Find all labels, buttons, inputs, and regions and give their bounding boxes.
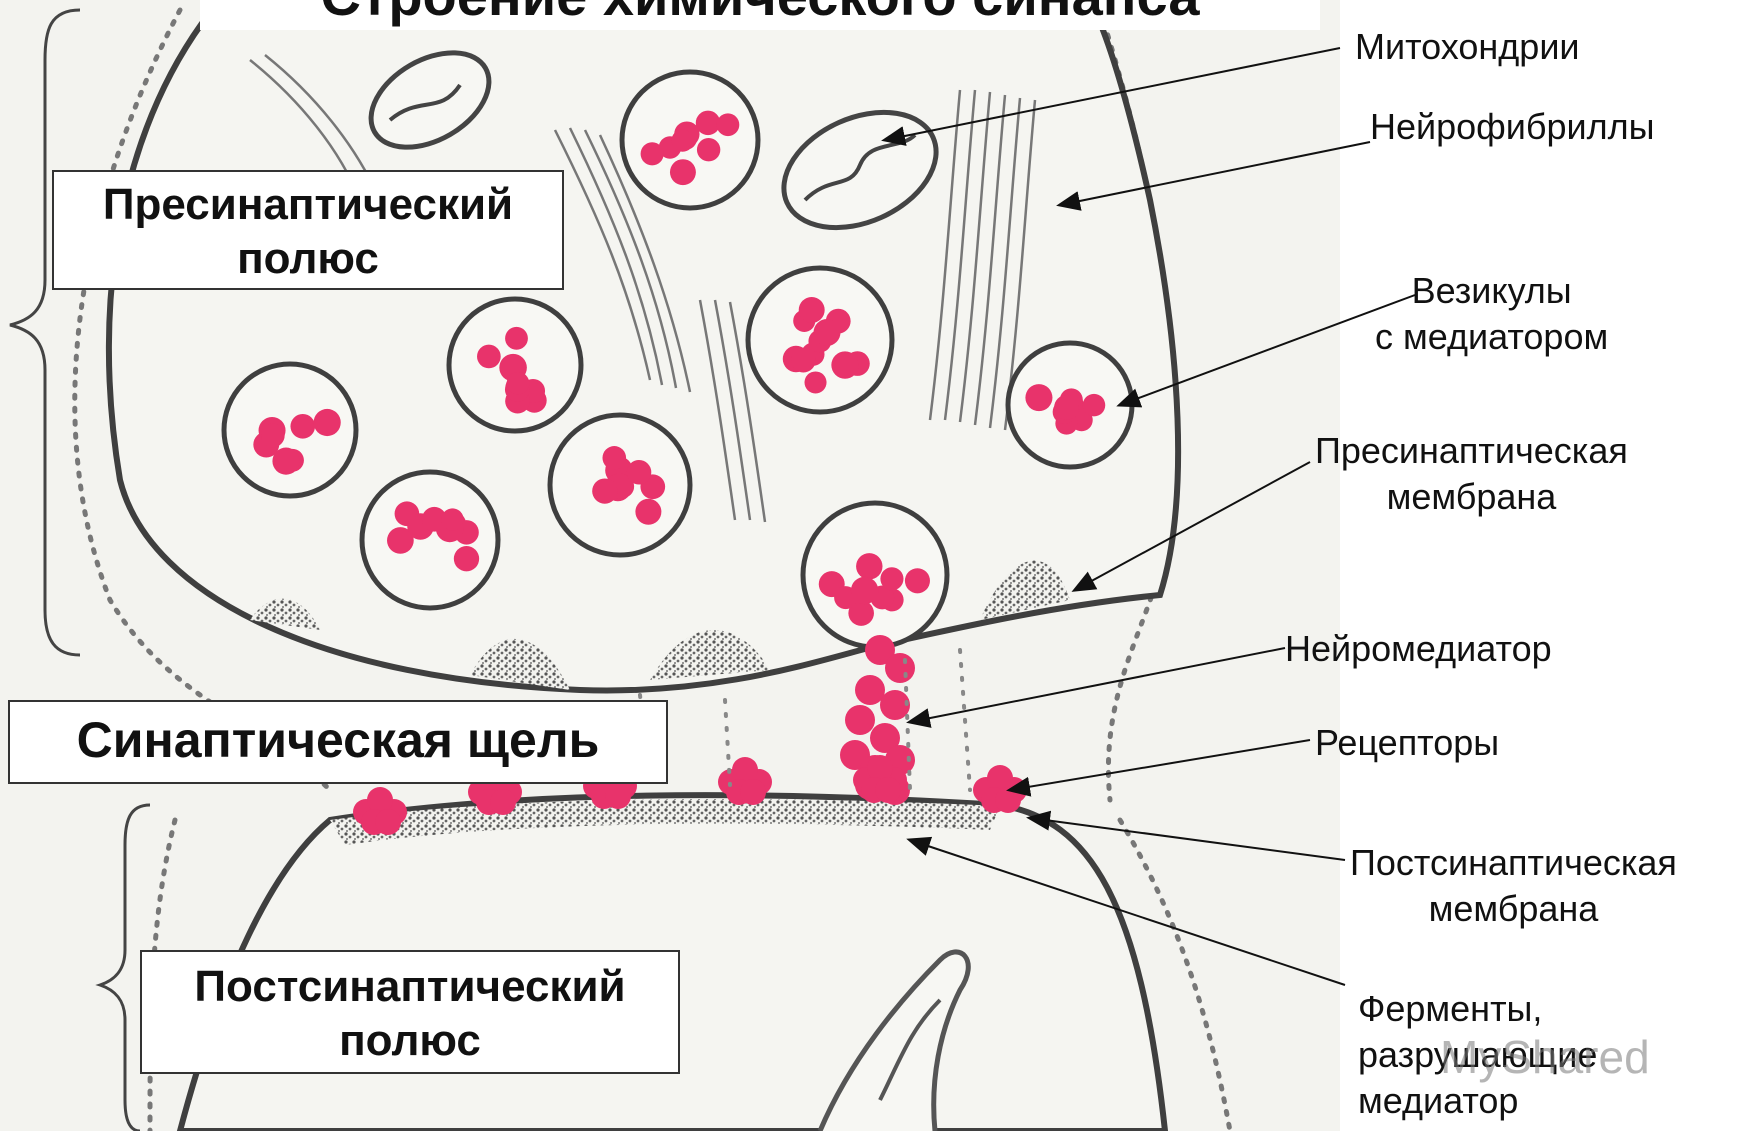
leader-neurofibrils: [1060, 142, 1370, 205]
leader-vesicles: [1120, 295, 1415, 405]
watermark: MyShared: [1440, 1030, 1650, 1084]
label-receptors: Рецепторы: [1315, 720, 1499, 766]
leader-mitochondria: [885, 48, 1340, 140]
label-mitochondria: Митохондрии: [1355, 24, 1580, 70]
label-neurotransmitter: Нейромедиатор: [1285, 626, 1552, 672]
leader-pre-membrane: [1075, 462, 1310, 590]
leader-neurotransmitter: [910, 648, 1285, 722]
leader-post-membrane: [1030, 818, 1345, 860]
label-presynaptic-membrane: Пресинаптическая мембрана: [1315, 428, 1628, 520]
label-postsynaptic-membrane: Постсинаптическая мембрана: [1350, 840, 1677, 932]
label-neurofibrils: Нейрофибриллы: [1370, 104, 1655, 150]
leader-receptors: [1010, 740, 1310, 790]
label-vesicles: Везикулы с медиатором: [1375, 268, 1608, 360]
leader-enzymes: [910, 840, 1345, 985]
